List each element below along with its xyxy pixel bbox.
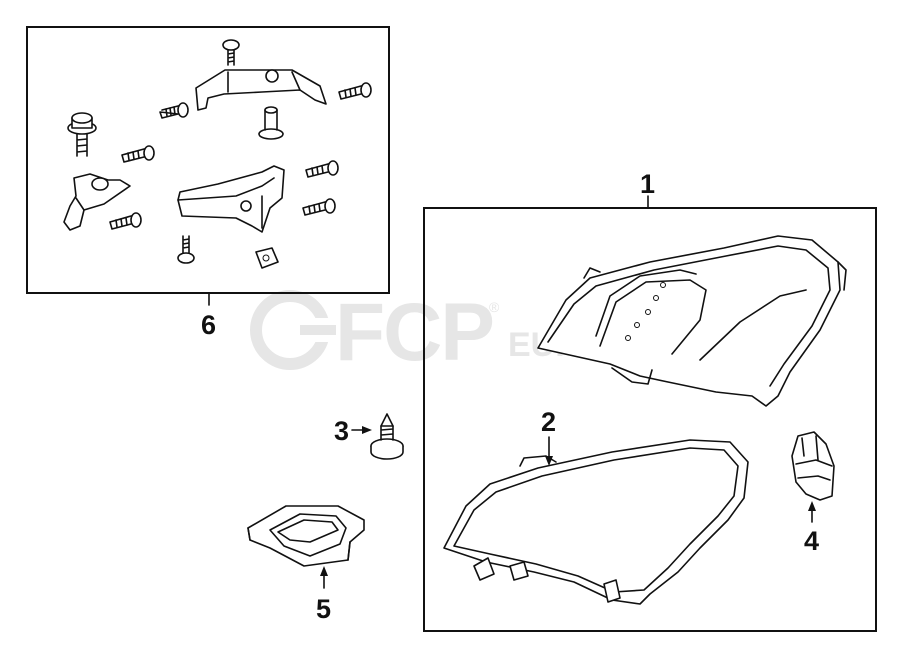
kit-screw-bottom	[177, 235, 195, 264]
watermark-registered: ®	[489, 299, 500, 315]
kit-bracket-center	[177, 165, 285, 233]
kit-screw-right-upper	[338, 82, 372, 100]
arrow-2	[545, 456, 553, 466]
callout-3: 3	[334, 416, 349, 446]
bolt-part-3	[370, 413, 404, 460]
kit-screw-right-middle	[305, 160, 339, 178]
kit-bracket-left	[63, 173, 131, 231]
kit-screw-top	[222, 39, 240, 66]
watermark-brand: FCP	[335, 287, 493, 378]
callout-5: 5	[316, 594, 331, 624]
kit-bolt-left	[67, 112, 97, 157]
kit-screw-left-lower	[109, 212, 142, 230]
callout-2: 2	[541, 407, 556, 437]
callout-4: 4	[804, 526, 819, 556]
kit-box	[26, 26, 390, 294]
headlamp-lens	[537, 235, 847, 407]
kit-screw-right-lower	[302, 198, 336, 216]
callout-6: 6	[201, 310, 216, 340]
kit-clip-center	[258, 106, 284, 140]
kit-nut	[255, 247, 279, 269]
headlamp-gasket	[443, 439, 749, 605]
arrow-5	[320, 566, 328, 576]
headlamp-box	[423, 207, 877, 632]
connector-part-4	[791, 431, 835, 501]
kit-screw-left-upper	[159, 102, 189, 119]
cover-part-5	[247, 505, 365, 567]
callout-1: 1	[640, 169, 655, 199]
arrow-4	[808, 501, 816, 511]
arrow-3	[362, 426, 372, 434]
kit-bracket-top	[195, 69, 327, 111]
kit-screw-left-middle	[121, 145, 155, 163]
watermark-logo-icon	[250, 290, 336, 370]
